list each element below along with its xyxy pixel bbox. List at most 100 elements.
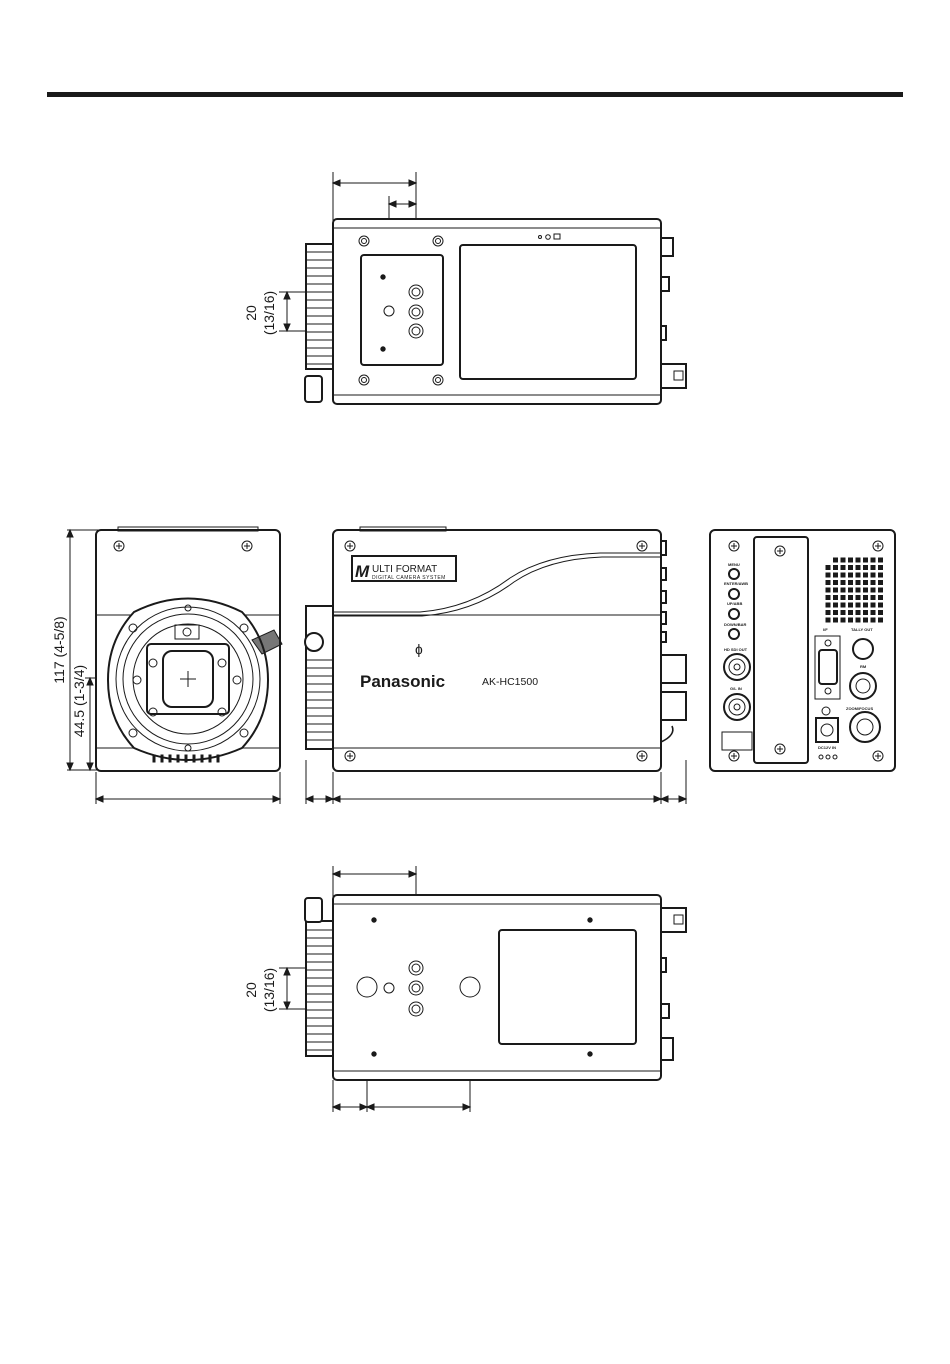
model-name: AK-HC1500: [482, 676, 538, 688]
vent-hole: [841, 596, 845, 600]
rear-view: MENU ENTER/AWB UP/ABB DOWN/BAR HD SDI OU…: [710, 530, 895, 771]
vent-hole: [826, 566, 830, 570]
vent-hole: [864, 566, 868, 570]
top-offset-mm: 20: [243, 305, 259, 321]
down-button[interactable]: [729, 629, 739, 639]
vent-hole: [879, 603, 883, 607]
vent-hole: [849, 558, 853, 562]
vent-hole: [879, 588, 883, 592]
vent-hole: [834, 611, 838, 615]
vent-hole: [826, 618, 830, 622]
vent-hole: [864, 596, 868, 600]
brand-logo: Panasonic: [360, 672, 445, 691]
if-label: I/F: [823, 627, 828, 632]
rm-label: RM: [860, 664, 867, 669]
vent-hole: [834, 581, 838, 585]
vent-hole: [834, 603, 838, 607]
vent-hole: [871, 573, 875, 577]
top-offset-in: (13/16): [261, 291, 277, 335]
vent-hole: [871, 603, 875, 607]
vent-hole: [849, 566, 853, 570]
btn-enter-label: ENTER/AWB: [724, 581, 748, 586]
vent-hole: [849, 588, 853, 592]
vent-hole: [834, 588, 838, 592]
vent-hole: [879, 618, 883, 622]
vent-hole: [849, 573, 853, 577]
header-rule: [47, 92, 903, 97]
vent-hole: [864, 588, 868, 592]
vent-hole: [871, 611, 875, 615]
vent-hole: [871, 588, 875, 592]
badge-subtitle: DIGITAL CAMERA SYSTEM: [372, 575, 446, 581]
vent-hole: [879, 566, 883, 570]
vent-hole: [849, 611, 853, 615]
bottom-offset-mm: 20: [243, 982, 259, 998]
bottom-view: 20 (13/16): [243, 866, 686, 1112]
vent-hole: [856, 558, 860, 562]
phi-mark: ɸ: [415, 641, 423, 657]
bottom-offset-in: (13/16): [261, 968, 277, 1012]
vent-hole: [879, 611, 883, 615]
vent-hole: [849, 596, 853, 600]
side-view: M ULTI FORMAT DIGITAL CAMERA SYSTEM ɸ Pa…: [305, 527, 686, 804]
vent-hole: [849, 581, 853, 585]
vent-hole: [849, 618, 853, 622]
menu-button[interactable]: [729, 569, 739, 579]
vent-hole: [871, 558, 875, 562]
vent-hole: [871, 581, 875, 585]
vent-hole: [864, 618, 868, 622]
vent-hole: [879, 581, 883, 585]
vent-hole: [856, 573, 860, 577]
height-total-label: 117 (4-5/8): [51, 616, 67, 683]
vent-hole: [834, 566, 838, 570]
vent-hole: [826, 581, 830, 585]
tally-label: TALLY OUT: [851, 627, 873, 632]
btn-menu-label: MENU: [728, 562, 740, 567]
dc-in-label: DC12V IN: [818, 745, 836, 750]
vent-hole: [871, 596, 875, 600]
vent-hole: [834, 558, 838, 562]
vent-hole: [826, 573, 830, 577]
btn-down-label: DOWN/BAR: [724, 622, 747, 627]
vent-hole: [879, 596, 883, 600]
vent-hole: [841, 611, 845, 615]
vent-hole: [856, 618, 860, 622]
vent-hole: [826, 611, 830, 615]
zoom-focus-label: ZOOM/FOCUS: [846, 706, 873, 711]
vent-hole: [864, 573, 868, 577]
badge-title: ULTI FORMAT: [372, 564, 437, 575]
vent-hole: [864, 581, 868, 585]
up-button[interactable]: [729, 609, 739, 619]
vent-hole: [841, 588, 845, 592]
vent-hole: [864, 603, 868, 607]
vent-hole: [841, 618, 845, 622]
vent-hole: [871, 566, 875, 570]
vent-hole: [856, 566, 860, 570]
btn-up-label: UP/ABB: [727, 601, 742, 606]
vent-hole: [841, 603, 845, 607]
enter-button[interactable]: [729, 589, 739, 599]
front-view: 117 (4-5/8) 44.5 (1-3/4): [51, 527, 282, 804]
vent-hole: [856, 603, 860, 607]
vent-hole: [856, 611, 860, 615]
height-center-label: 44.5 (1-3/4): [71, 665, 87, 737]
vent-hole: [826, 596, 830, 600]
vent-hole: [856, 596, 860, 600]
vent-hole: [841, 581, 845, 585]
top-view: 20 (13/16): [243, 172, 686, 404]
vent-hole: [856, 588, 860, 592]
vent-hole: [841, 566, 845, 570]
vent-hole: [834, 596, 838, 600]
vent-hole: [864, 611, 868, 615]
vent-hole: [856, 581, 860, 585]
vent-hole: [826, 603, 830, 607]
vent-hole: [879, 558, 883, 562]
vent-hole: [849, 603, 853, 607]
badge-initial: M: [355, 562, 370, 581]
hd-sdi-label: HD SDI OUT: [724, 647, 748, 652]
vent-hole: [834, 573, 838, 577]
vent-hole: [834, 618, 838, 622]
vent-hole: [871, 618, 875, 622]
vent-hole: [826, 588, 830, 592]
